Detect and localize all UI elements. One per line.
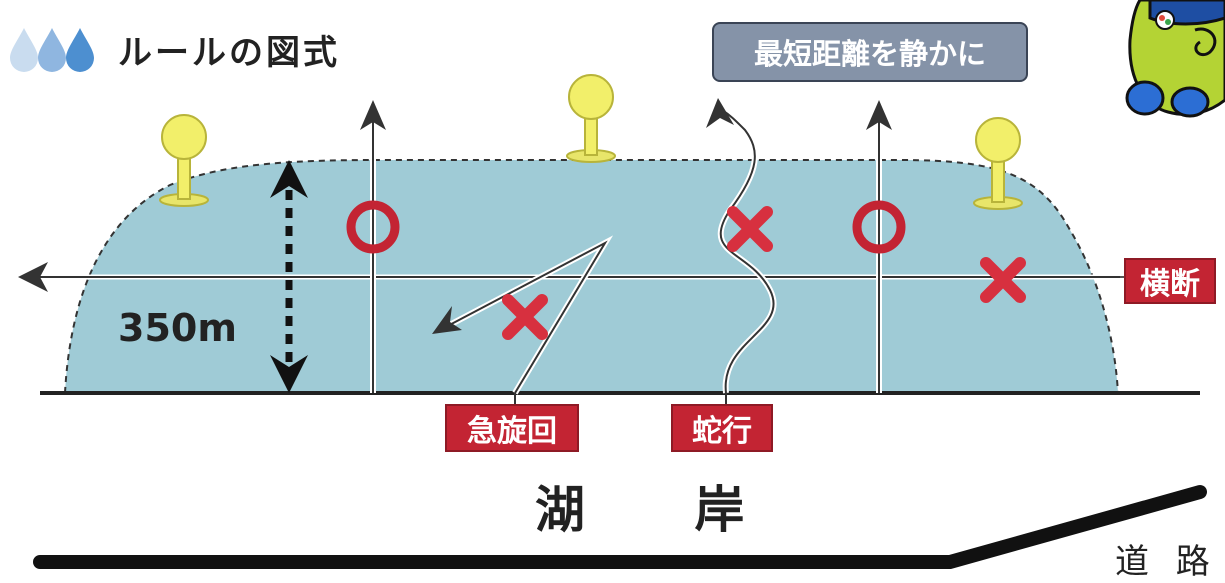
road [33, 485, 1207, 569]
mascot-icon [1125, 0, 1225, 118]
arrow-up-icon [706, 98, 734, 128]
cross-ng-icon [727, 206, 773, 252]
arrow-up-icon [270, 160, 308, 198]
road-label: 道 路 [1115, 542, 1218, 582]
arrow-up-icon [866, 100, 892, 130]
rule-banner: 最短距離を静かに [712, 22, 1028, 82]
arrow-down-icon [270, 355, 308, 393]
arrow-left-icon [18, 262, 48, 292]
buoy-icon [566, 74, 616, 163]
crossing-tag: 横断 [1124, 258, 1216, 304]
distance-label: 350m [118, 306, 237, 350]
arrow-up-icon [360, 100, 386, 130]
circle-ok-icon [346, 200, 400, 254]
sharp-turn-tag: 急旋回 [445, 404, 579, 452]
zigzag-tag: 蛇行 [671, 404, 773, 452]
shore-label: 湖 岸 [535, 481, 791, 539]
buoy-icon [973, 117, 1023, 210]
arrow-icon [432, 306, 462, 334]
cross-ng-icon [502, 294, 548, 340]
cross-ng-icon [980, 257, 1026, 303]
page-title: ルールの図式 [118, 32, 340, 73]
buoy-icon [159, 114, 209, 207]
circle-ok-icon [852, 200, 906, 254]
title-row: ルールの図式 [8, 18, 340, 80]
water-drop-icon [8, 24, 98, 74]
